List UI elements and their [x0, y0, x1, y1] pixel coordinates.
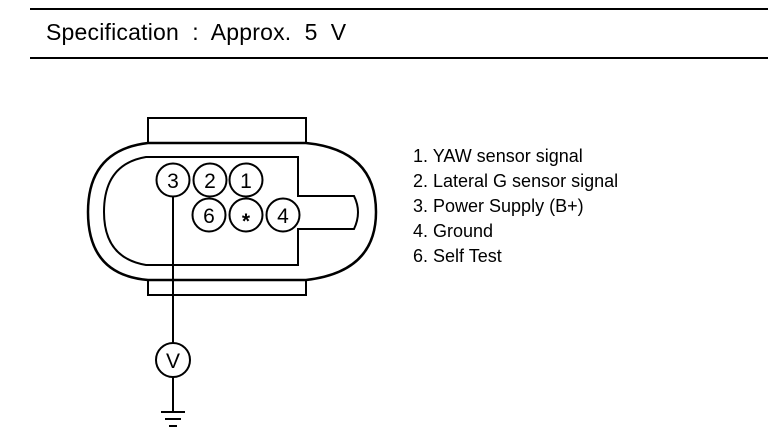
pin-6: [191, 197, 227, 233]
connector-bottom-latch: [147, 280, 307, 296]
pin-empty-label: *: [242, 210, 251, 233]
ground-icon: [161, 411, 185, 427]
legend-item-pin-3: 3. Power Supply (B+): [413, 196, 584, 216]
legend-item-pin-4: 4. Ground: [413, 221, 494, 241]
specification-line: Specification : Approx. 5 V: [46, 19, 346, 46]
pin-2: [192, 162, 228, 198]
voltmeter-label: V: [166, 350, 180, 373]
legend-item-pin-2: 2. Lateral G sensor signal: [413, 171, 619, 191]
connector-inner-cavity: [102, 156, 359, 266]
legend-item-pin-6: 6. Self Test: [413, 246, 502, 266]
header-rule-bottom: [30, 57, 768, 59]
pin-4: [265, 197, 301, 233]
pin-3: [155, 162, 191, 198]
specification-label: Specification: [46, 19, 180, 45]
specification-value: Approx. 5 V: [210, 19, 347, 45]
pin-3-label: 3: [167, 170, 179, 193]
specification-separator: :: [192, 19, 199, 45]
header-rule-top: [30, 8, 768, 10]
pin-4-label: 4: [277, 205, 289, 228]
connector-top-tab: [147, 117, 307, 143]
pin-empty: [228, 197, 264, 233]
pin-1-label: 1: [240, 170, 252, 193]
pin-1: [228, 162, 264, 198]
legend-item-pin-1: 1. YAW sensor signal: [413, 146, 583, 166]
pin-legend: 1. YAW sensor signal 2. Lateral G sensor…: [413, 144, 618, 269]
pin-2-label: 2: [204, 170, 216, 193]
pin-6-label: 6: [203, 205, 215, 228]
